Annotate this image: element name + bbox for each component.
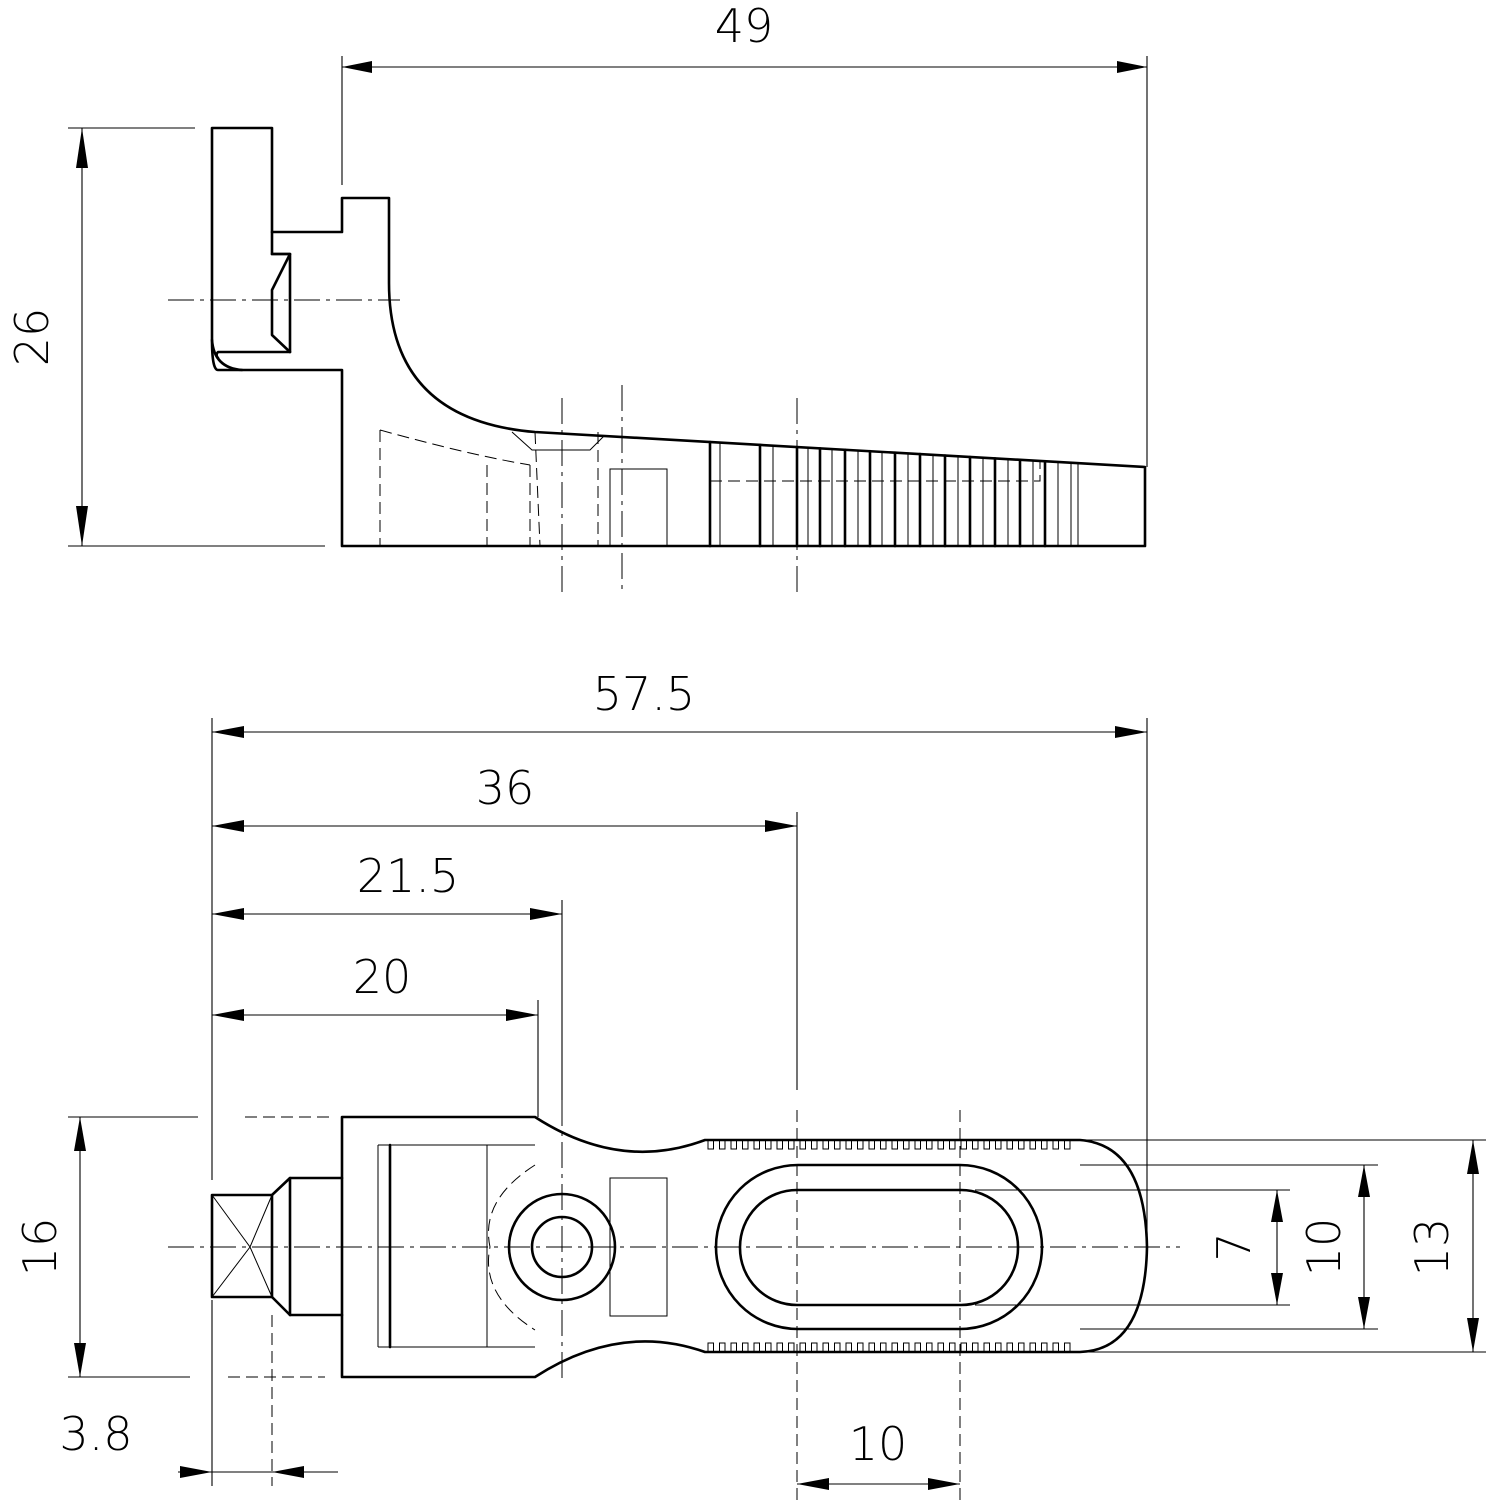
- tab-inner-edge: [215, 230, 292, 360]
- dimension-7: 7: [975, 1189, 1290, 1306]
- plan-view: [168, 1100, 1180, 1380]
- dim-57-5-label: 57.5: [593, 667, 695, 721]
- dimension-16: 16: [13, 1116, 330, 1378]
- dim-36-label: 36: [476, 761, 535, 815]
- plan-tab: [210, 1176, 344, 1317]
- side-hidden-arc: [379, 429, 531, 466]
- dimension-26: 26: [5, 127, 325, 547]
- side-hidden-lines: [379, 430, 599, 547]
- dim-16-label: 16: [13, 1218, 67, 1277]
- side-rib-centerline: [710, 460, 1041, 482]
- dimension-10-vertical: 10: [1080, 1164, 1378, 1330]
- serration-teeth: [707, 1342, 1071, 1352]
- dimension-10-horizontal: 10: [796, 1110, 961, 1500]
- dim-10-horizontal-label: 10: [849, 1417, 908, 1471]
- dim-3-8-label: 3.8: [59, 1407, 132, 1461]
- dimension-36: 36: [212, 761, 798, 1090]
- dimension-3-8: 3.8: [59, 1300, 338, 1486]
- plan-inner-rect: [377, 1144, 535, 1348]
- dim-10-vertical-label: 10: [1297, 1218, 1351, 1277]
- plan-tab-line: [270, 1176, 292, 1317]
- serration-teeth: [707, 1140, 1071, 1150]
- dimension-21-5: 21.5: [212, 849, 563, 1100]
- dim-21-5-label: 21.5: [357, 849, 459, 903]
- dim-20-label: 20: [353, 950, 412, 1004]
- dim-13-label: 13: [1405, 1218, 1459, 1277]
- side-view: [168, 126, 1147, 595]
- dim-7-label: 7: [1207, 1232, 1261, 1261]
- tab-chamfer: [270, 252, 292, 354]
- dimension-57-5: 57.5: [211, 667, 1148, 1235]
- dimension-49: 49: [341, 0, 1148, 467]
- side-end-line: [1070, 462, 1079, 546]
- dimension-20: 20: [212, 950, 539, 1117]
- side-view-outline: [210, 126, 1147, 548]
- plan-tab-chevron: [211, 1194, 273, 1298]
- tab-corner-round: [210, 338, 244, 372]
- side-ribs: [708, 440, 1059, 548]
- side-pocket: [609, 468, 668, 546]
- dimension-13: 13: [1082, 1139, 1486, 1353]
- side-slope-edge: [511, 431, 605, 451]
- dim-26-label: 26: [5, 308, 59, 367]
- plan-serrations: [707, 1140, 1071, 1352]
- plan-hidden-arc: [488, 1164, 536, 1331]
- dim-49-label: 49: [715, 0, 774, 53]
